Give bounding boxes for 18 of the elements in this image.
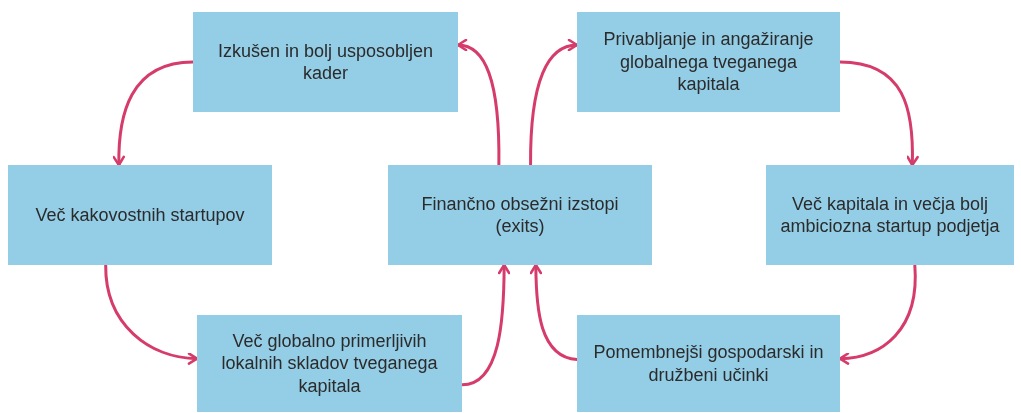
box-label: Več kakovostnih startupov [35, 203, 245, 227]
process-box [197, 315, 462, 412]
curved-arrow [112, 60, 195, 167]
process-box [388, 165, 652, 265]
curved-arrow [529, 39, 579, 167]
process-box [577, 315, 840, 412]
curved-arrow [104, 263, 199, 365]
box-label: Več kapitala in večja bolj ambiciozna startup podjetja [780, 192, 1000, 238]
process-box [577, 12, 840, 112]
process-box [193, 12, 458, 112]
box-label: Finančno obsežni izstopi (exits) [420, 192, 620, 238]
curved-arrow [529, 263, 579, 362]
box-label: Privabljanje in angažiranje globalnega tveganega kapitala [602, 28, 815, 96]
process-box [766, 165, 1014, 265]
box-label: Več globalno primerljivih lokalnih skladov tveganega kapitala [220, 329, 439, 398]
process-box [8, 165, 272, 265]
box-label: Pomembnejši gospodarski in družbeni učinki [592, 341, 825, 386]
box-label: Izkušen in bolj usposobljen kader [216, 39, 435, 85]
